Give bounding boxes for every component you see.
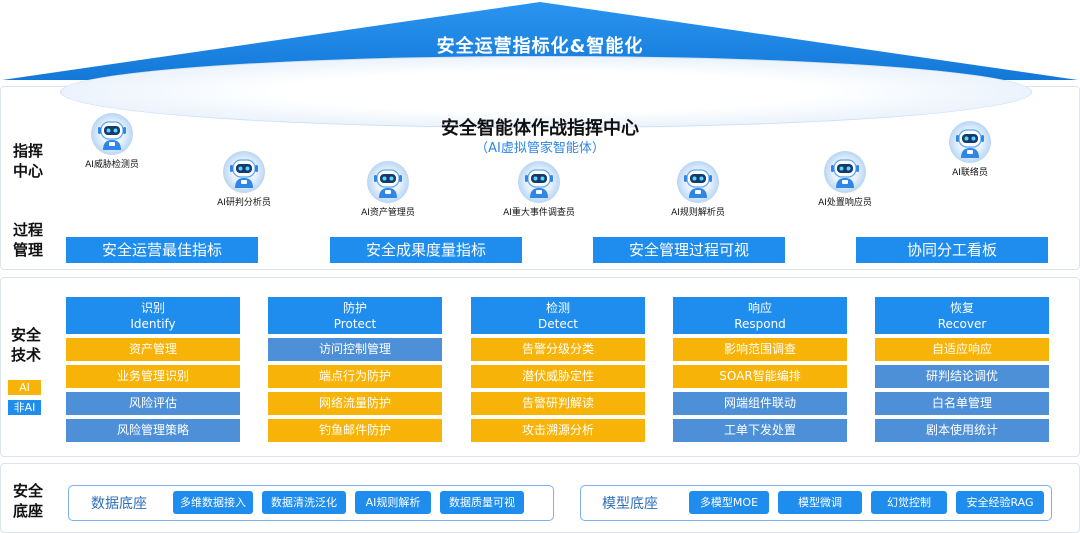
robot-icon [223,151,265,193]
model-chip-finetune: 模型微调 [778,491,862,514]
agent-label: AI联络员 [952,168,988,178]
column-title-zh: 响应 [747,301,772,315]
agent-7: AI联络员 [915,120,1025,178]
agent-2: AI研判分析员 [189,150,299,208]
column-header-identify: 识别 Identify [66,297,240,334]
command-center-ellipse [60,56,1032,128]
column-title-zh: 识别 [140,301,165,315]
capability-cell: 资产管理 [66,338,240,361]
capability-cell: 访问控制管理 [268,338,442,361]
capability-cell: 网络流量防护 [268,392,442,415]
capability-cell: 告警分级分类 [471,338,645,361]
column-title-en: Recover [937,317,987,331]
roof-banner [2,2,1078,80]
robot-icon [824,151,866,193]
capability-cell: 潜伏威胁定性 [471,365,645,388]
model-base-label: 模型底座 [602,496,658,512]
agent-4: AI重大事件调查员 [484,160,594,218]
model-chip-moe: 多模型MOE [689,491,769,514]
column-header-protect: 防护 Protect [268,297,442,334]
column-title-en: Detect [537,317,578,331]
agent-label: AI资产管理员 [361,208,415,218]
capability-cell: 自适应响应 [875,338,1049,361]
model-chip-hallucination: 幻觉控制 [871,491,947,514]
legend-ai: AI [8,380,41,395]
agent-label: AI威胁检测员 [85,160,139,170]
column-header-respond: 响应 Respond [673,297,847,334]
capability-cell: 告警研判解读 [471,392,645,415]
command-center-subtitle: （AI虚拟管家智能体） [475,141,605,156]
column-title-zh: 恢复 [949,301,974,315]
column-title-zh: 检测 [545,301,570,315]
side-label-tech: 安全 技术 [10,326,41,364]
process-bar-outcome-metrics: 安全成果度量指标 [330,237,522,263]
data-chip-ingest: 多维数据接入 [173,491,253,514]
data-chip-clean: 数据清洗泛化 [262,491,346,514]
agent-label: AI处置响应员 [818,198,872,208]
column-header-detect: 检测 Detect [471,297,645,334]
agent-label: AI研判分析员 [217,198,271,208]
capability-cell: 端点行为防护 [268,365,442,388]
capability-cell: 工单下发处置 [673,419,847,442]
agent-5: AI规则解析员 [643,160,753,218]
robot-icon [367,161,409,203]
capability-cell: 业务管理识别 [66,365,240,388]
legend-non-ai: 非AI [8,400,41,415]
capability-cell: 风险管理策略 [66,419,240,442]
process-bar-collab-board: 协同分工看板 [856,237,1048,263]
process-bar-process-visibility: 安全管理过程可视 [593,237,785,263]
capability-cell: SOAR智能编排 [673,365,847,388]
capability-cell: 攻击溯源分析 [471,419,645,442]
robot-icon [949,121,991,163]
column-title-en: Identify [130,317,176,331]
agent-3: AI资产管理员 [333,160,443,218]
side-label-command: 指挥 中心 [12,142,43,180]
robot-icon [518,161,560,203]
column-title-en: Protect [333,317,377,331]
data-base-label: 数据底座 [91,496,147,512]
command-center-title: 安全智能体作战指挥中心 [441,118,639,139]
agent-label: AI重大事件调查员 [503,208,575,218]
agent-label: AI规则解析员 [671,208,725,218]
data-chip-rule-parse: AI规则解析 [355,491,431,514]
capability-cell: 影响范围调查 [673,338,847,361]
column-header-recover: 恢复 Recover [875,297,1049,334]
side-label-process: 过程 管理 [12,221,43,259]
capability-cell: 风险评估 [66,392,240,415]
process-bar-best-metrics: 安全运营最佳指标 [66,237,258,263]
roof-title: 安全运营指标化&智能化 [436,36,644,57]
data-chip-quality: 数据质量可视 [440,491,524,514]
robot-icon [91,113,133,155]
robot-icon [677,161,719,203]
capability-cell: 钓鱼邮件防护 [268,419,442,442]
capability-cell: 研判结论调优 [875,365,1049,388]
side-label-base: 安全 底座 [12,482,43,520]
model-chip-rag: 安全经验RAG [956,491,1044,514]
column-title-zh: 防护 [342,301,367,315]
agent-6: AI处置响应员 [790,150,900,208]
column-title-en: Respond [734,317,786,331]
capability-cell: 白名单管理 [875,392,1049,415]
capability-cell: 剧本使用统计 [875,419,1049,442]
agent-1: AI威胁检测员 [57,112,167,170]
capability-cell: 网端组件联动 [673,392,847,415]
